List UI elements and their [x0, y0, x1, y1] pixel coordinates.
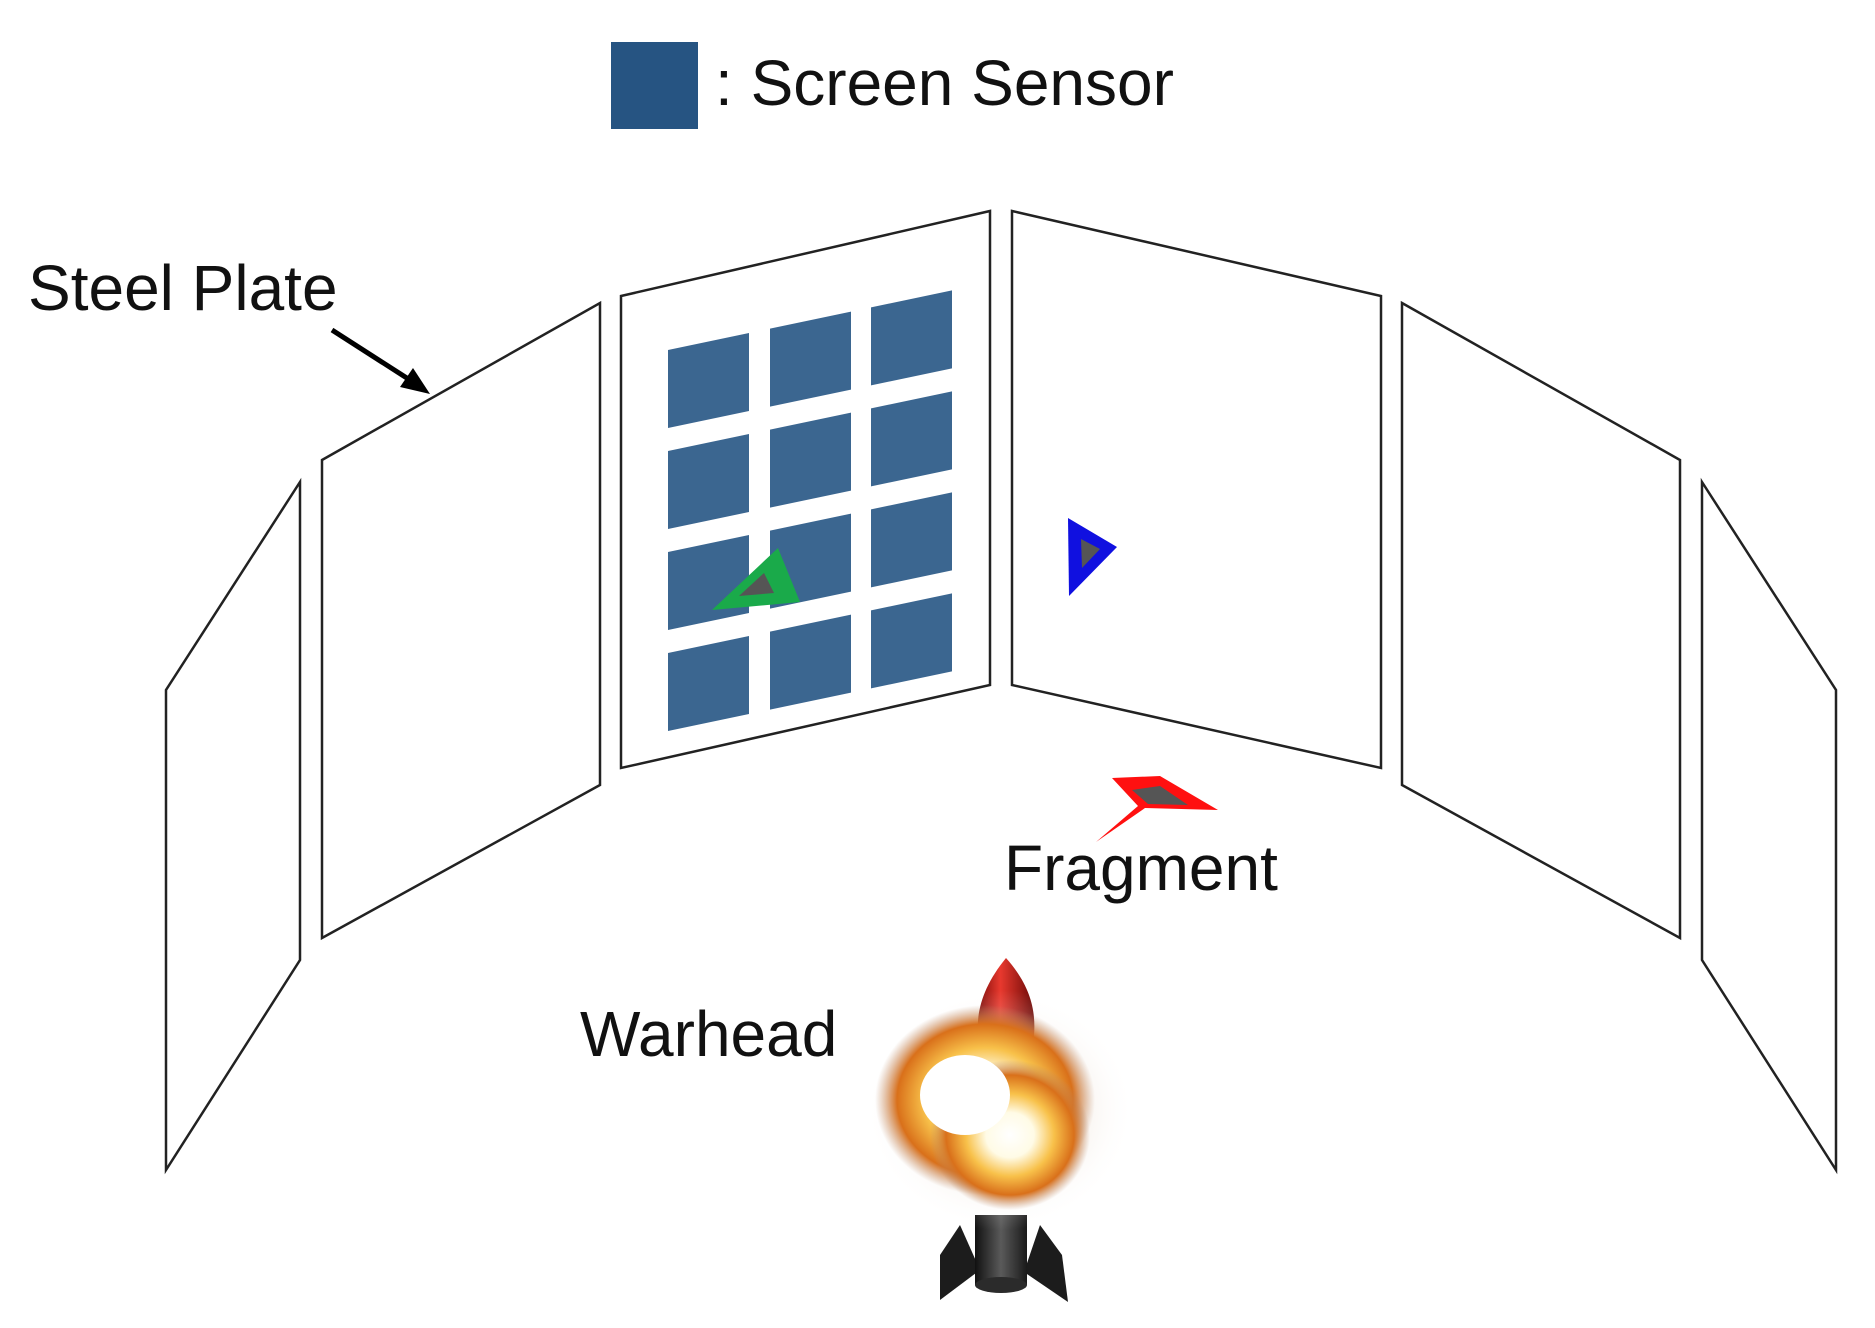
screen-sensor: [871, 492, 952, 588]
screen-sensor: [668, 635, 749, 731]
explosion-icon: [865, 990, 1135, 1230]
steel-plate-right: [1400, 300, 1682, 941]
fragment-label: Fragment: [1004, 832, 1278, 904]
screen-sensor: [871, 290, 952, 386]
screen-sensor: [871, 593, 952, 689]
steel-plate-label: Steel Plate: [28, 252, 338, 324]
screen-sensor: [668, 433, 749, 529]
screen-sensor: [668, 332, 749, 428]
warhead-label: Warhead: [580, 998, 837, 1070]
steel-plate-far-right: [1700, 477, 1838, 1175]
screen-sensor: [770, 412, 851, 508]
screen-sensor: [871, 391, 952, 487]
legend: : Screen Sensor: [611, 42, 1174, 129]
screen-sensor: [770, 311, 851, 407]
screen-sensor-legend-label: : Screen Sensor: [715, 47, 1174, 119]
steel-plate-center-right: [1010, 209, 1383, 770]
fragment-icon-blue: [1068, 518, 1117, 596]
fragment-icon-green: [712, 548, 800, 610]
screen-sensor: [770, 614, 851, 710]
fragment-icon-red: [1096, 776, 1218, 842]
arrow-icon: [330, 327, 430, 394]
steel-plate-far-left: [164, 477, 302, 1175]
screen-sensor-legend-swatch: [611, 42, 698, 129]
steel-plate-left: [320, 300, 602, 941]
